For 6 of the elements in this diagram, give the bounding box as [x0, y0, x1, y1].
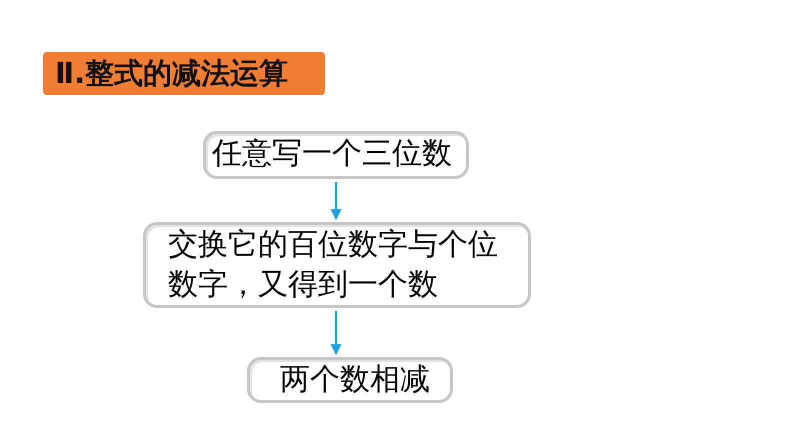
title-banner: Ⅱ.整式的减法运算	[43, 52, 325, 95]
process-box: 任意写一个三位数	[203, 131, 469, 179]
process-box: 两个数相减	[247, 357, 453, 403]
arrow	[330, 311, 342, 356]
process-box: 交换它的百位数字与个位数字，又得到一个数	[143, 222, 531, 308]
arrow	[330, 182, 342, 220]
